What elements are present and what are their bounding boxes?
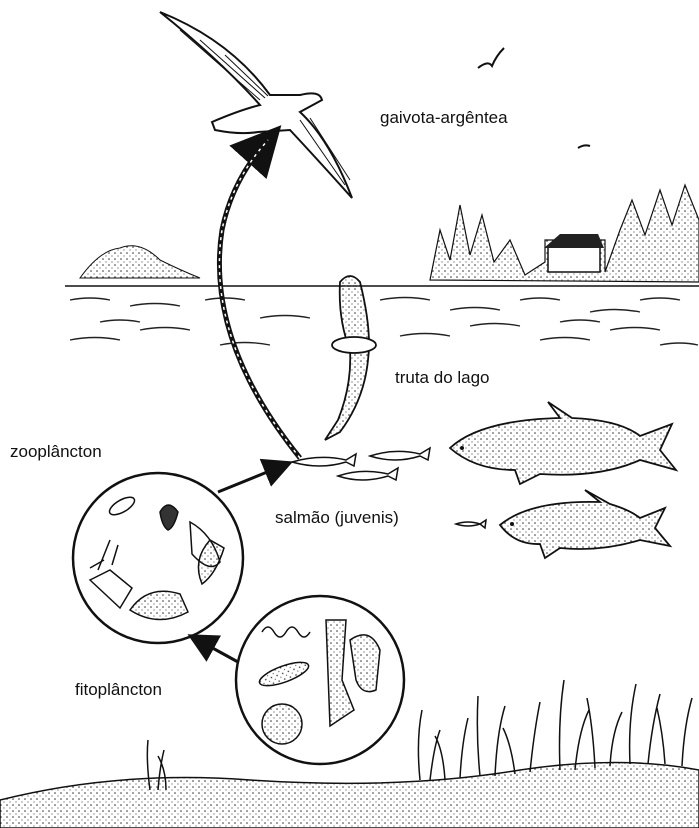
arrow-zoo-to-salmon bbox=[218, 466, 282, 492]
label-juvenile-salmon: salmão (juvenis) bbox=[275, 508, 399, 528]
adult-trout-drawing bbox=[450, 402, 676, 558]
label-zooplankton: zooplâncton bbox=[10, 442, 102, 462]
herring-gull-drawing bbox=[160, 12, 352, 198]
arrow-salmon-to-gull bbox=[219, 140, 300, 458]
zooplankton-circle bbox=[73, 473, 243, 643]
label-herring-gull: gaivota-argêntea bbox=[380, 108, 508, 128]
arrow-phyto-to-zoo bbox=[198, 640, 238, 662]
left-island bbox=[80, 246, 200, 278]
distant-birds bbox=[478, 48, 590, 148]
cabin bbox=[548, 246, 600, 272]
label-lake-trout: truta do lago bbox=[395, 368, 490, 388]
phytoplankton-circle bbox=[236, 596, 404, 764]
jumping-trout-drawing bbox=[325, 276, 376, 440]
water-ripples bbox=[70, 298, 698, 346]
label-phytoplankton: fitoplâncton bbox=[75, 680, 162, 700]
right-shore bbox=[430, 185, 699, 282]
